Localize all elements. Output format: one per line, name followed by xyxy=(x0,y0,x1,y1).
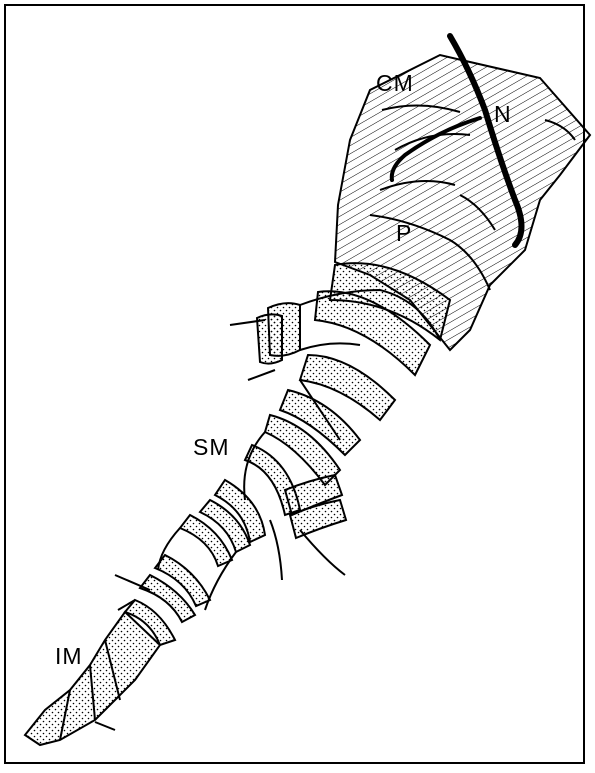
label-n: N xyxy=(494,103,512,126)
label-p: P xyxy=(396,222,412,245)
label-sm: SM xyxy=(193,436,230,459)
label-cm: CM xyxy=(376,72,414,95)
label-im: IM xyxy=(55,645,83,668)
smooth-muscle-rings xyxy=(125,263,450,645)
hatched-lower-tail xyxy=(25,575,160,745)
